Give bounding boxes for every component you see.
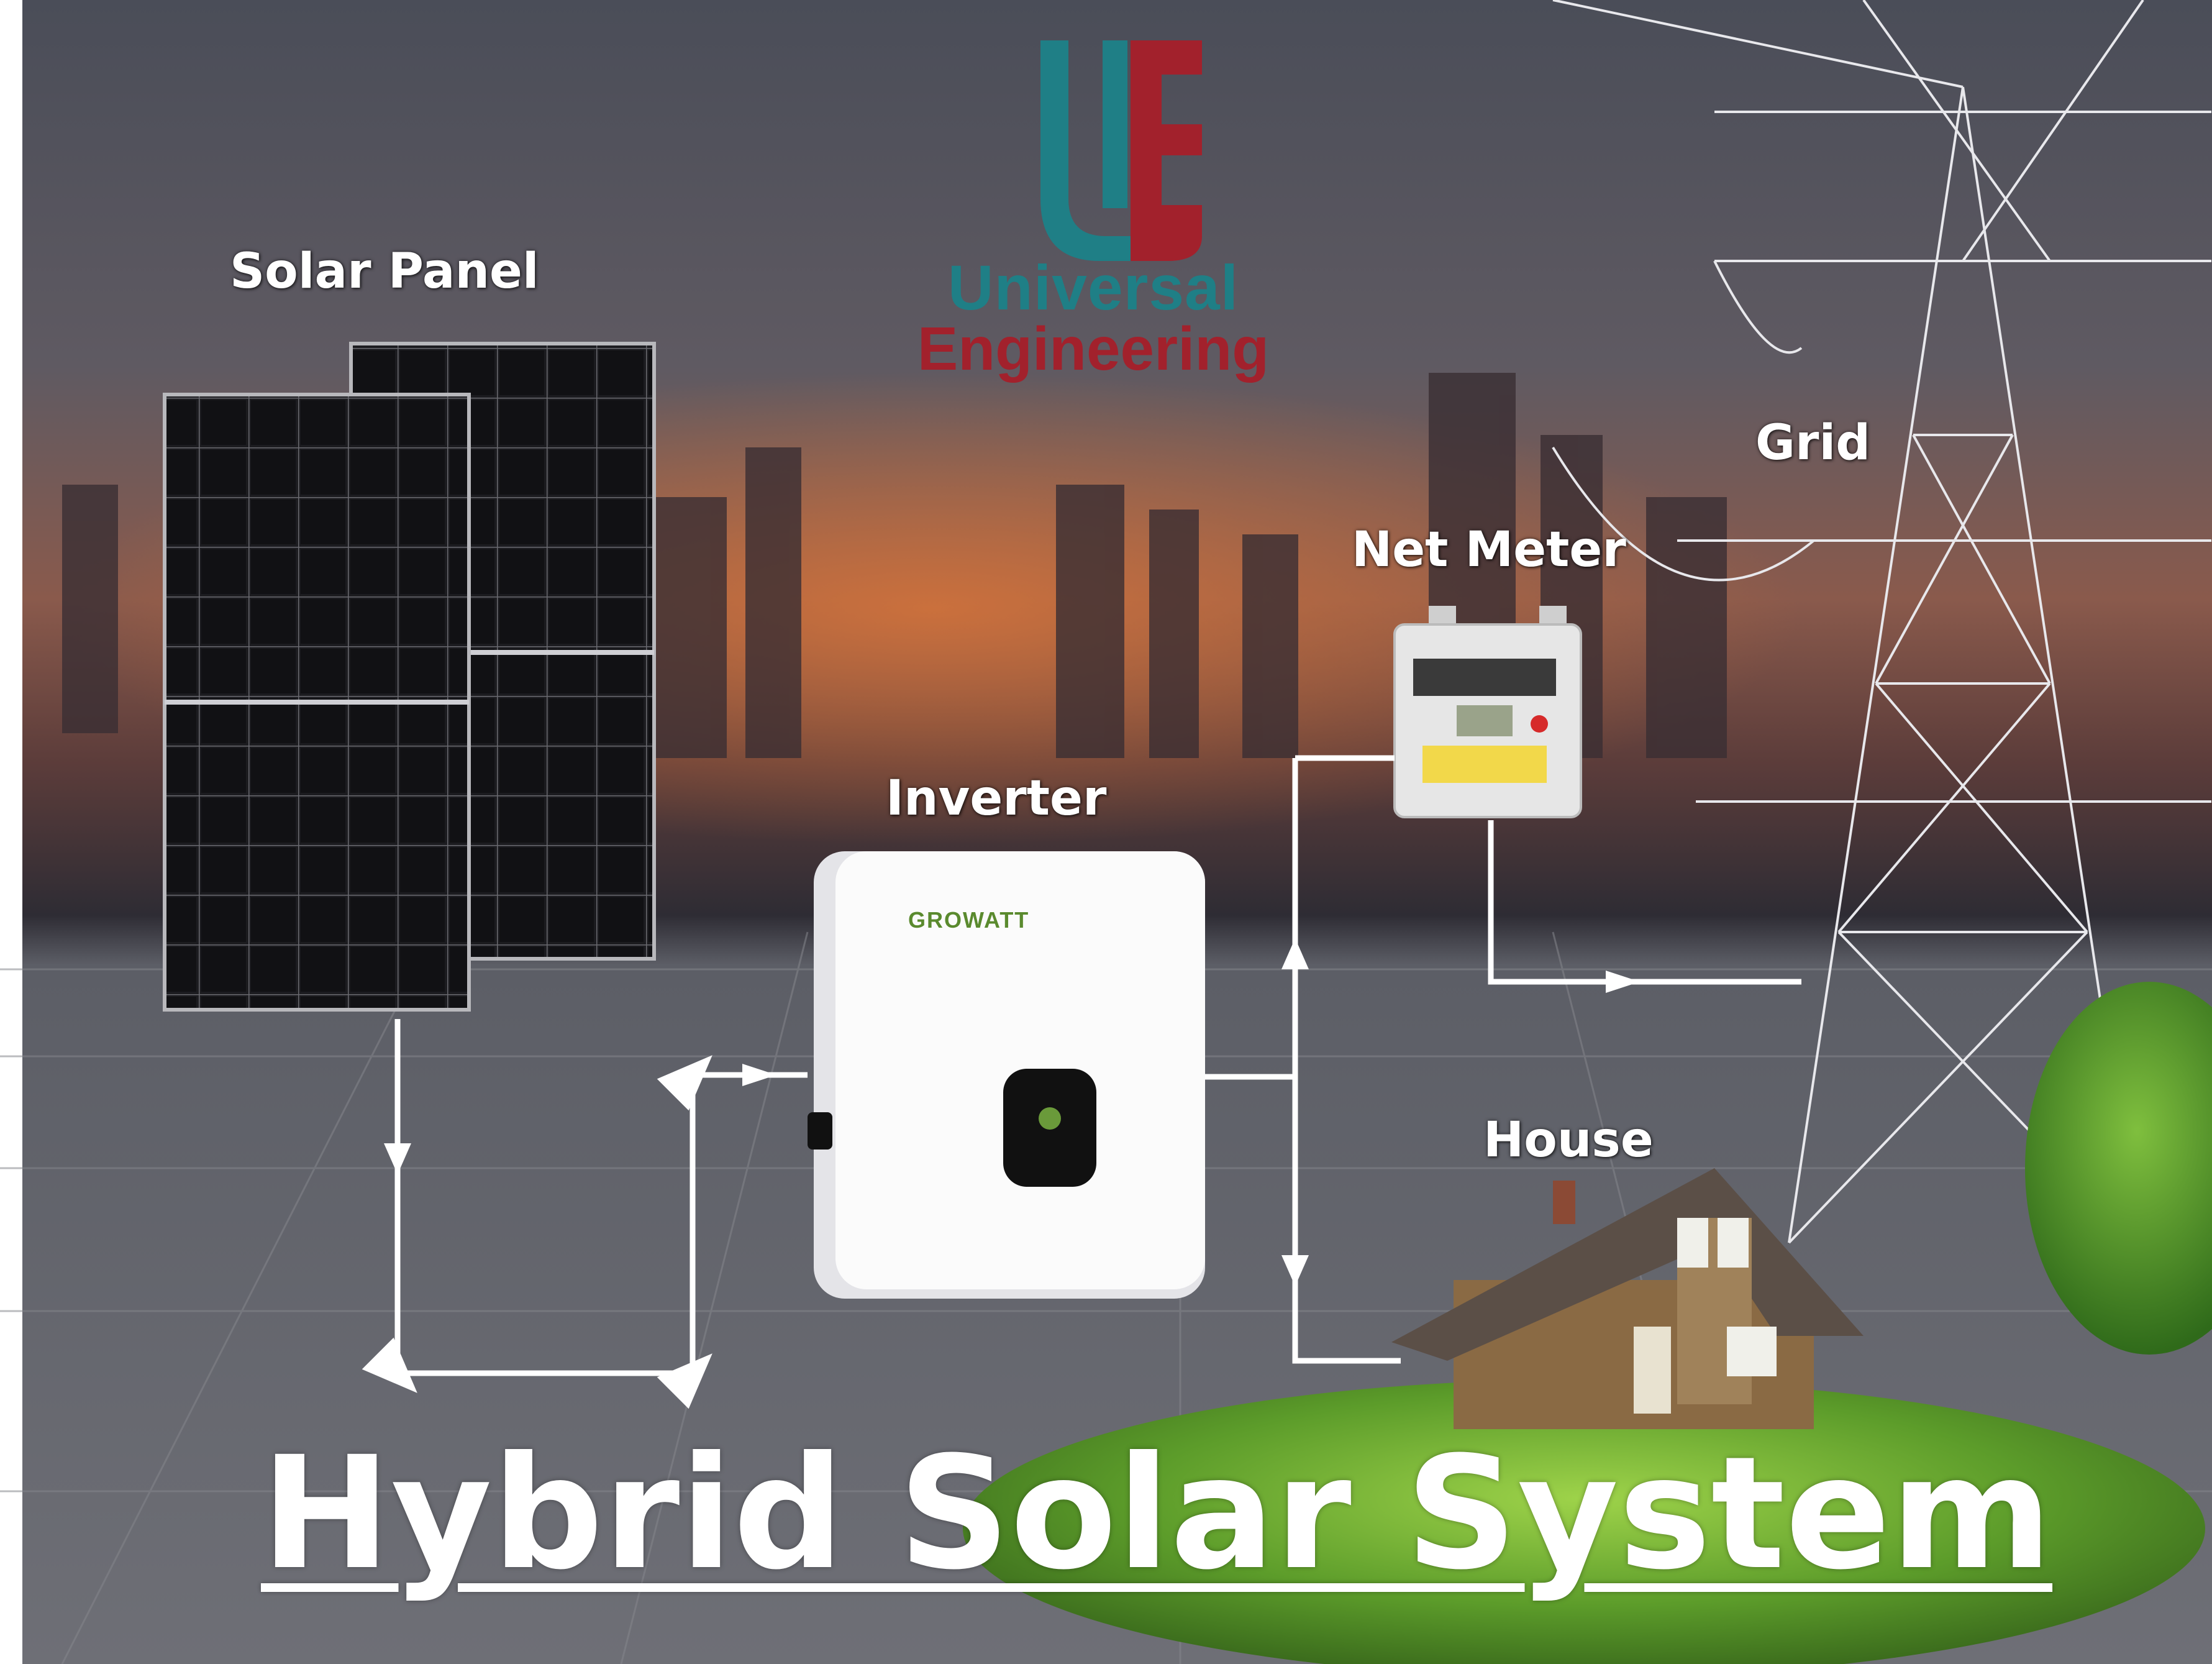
label-solar-panel: Solar Panel xyxy=(230,244,539,299)
diagram-title: Hybrid Solar System xyxy=(261,1423,2053,1604)
label-inverter: Inverter xyxy=(886,770,1107,826)
flow-arrowheads xyxy=(384,938,1640,1286)
inverter-device xyxy=(808,851,1205,1299)
house-icon xyxy=(1391,1168,1864,1429)
inverter-brand-text: GROWATT xyxy=(908,907,1030,933)
label-net-meter: Net Meter xyxy=(1352,522,1626,578)
grass-hill xyxy=(963,1379,2205,1664)
tree-icon xyxy=(2025,982,2212,1355)
label-grid: Grid xyxy=(1755,415,1871,471)
universal-engineering-logo xyxy=(1040,40,1202,261)
brand-line-1: Universal xyxy=(947,252,1239,323)
label-house: House xyxy=(1483,1112,1654,1168)
solar-panel-array xyxy=(163,342,656,1012)
net-meter-device xyxy=(1393,606,1582,818)
brand-line-2: Engineering xyxy=(917,314,1270,383)
